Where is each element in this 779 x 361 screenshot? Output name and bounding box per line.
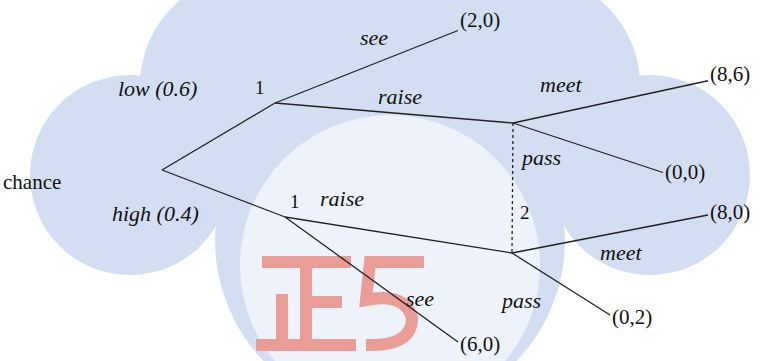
tree-branch bbox=[285, 217, 512, 253]
edge-label: low (0.6) bbox=[118, 78, 197, 100]
edge-label: meet bbox=[540, 74, 582, 96]
dashed-line bbox=[512, 123, 513, 253]
payoff-text: (8,6) bbox=[710, 64, 750, 85]
chance-node: chance bbox=[0, 160, 162, 200]
tree-branch bbox=[285, 217, 458, 342]
information-set-line bbox=[505, 123, 535, 253]
payoff: (6,0) bbox=[458, 332, 502, 357]
edge-label: pass bbox=[502, 290, 541, 312]
payoff-text: (6,0) bbox=[460, 334, 500, 355]
watermark-cloud bbox=[30, 0, 750, 361]
payoff: (0,2) bbox=[610, 305, 654, 330]
player-label: 1 bbox=[255, 78, 265, 97]
watermark-inner bbox=[240, 115, 540, 361]
tree-branch bbox=[513, 123, 663, 173]
payoff-text: (8,0) bbox=[710, 202, 750, 223]
payoff: (2,0) bbox=[458, 8, 502, 33]
edge-label: see bbox=[406, 288, 434, 310]
edge-label: raise bbox=[378, 86, 422, 108]
player-node: 1 bbox=[285, 192, 307, 217]
watermark-logo bbox=[262, 262, 418, 345]
payoff-text: (0,2) bbox=[612, 307, 652, 328]
edge-label: see bbox=[360, 27, 388, 49]
player-label: 1 bbox=[290, 192, 300, 211]
edge-label: high (0.4) bbox=[112, 203, 199, 225]
payoff: (0,0) bbox=[663, 160, 707, 185]
tree-branch bbox=[162, 103, 275, 170]
information-set: 2 bbox=[505, 123, 535, 253]
edge-label: raise bbox=[320, 188, 364, 210]
chance-label: chance bbox=[3, 172, 61, 193]
payoff: (8,0) bbox=[708, 200, 752, 225]
payoff-text: (2,0) bbox=[460, 10, 500, 31]
player-node: 1 bbox=[250, 78, 275, 103]
edge-label: meet bbox=[600, 242, 642, 264]
player-label: 2 bbox=[520, 203, 530, 222]
payoff-text: (0,0) bbox=[665, 162, 705, 183]
payoff: (8,6) bbox=[708, 62, 752, 87]
edge-label: pass bbox=[522, 147, 561, 169]
